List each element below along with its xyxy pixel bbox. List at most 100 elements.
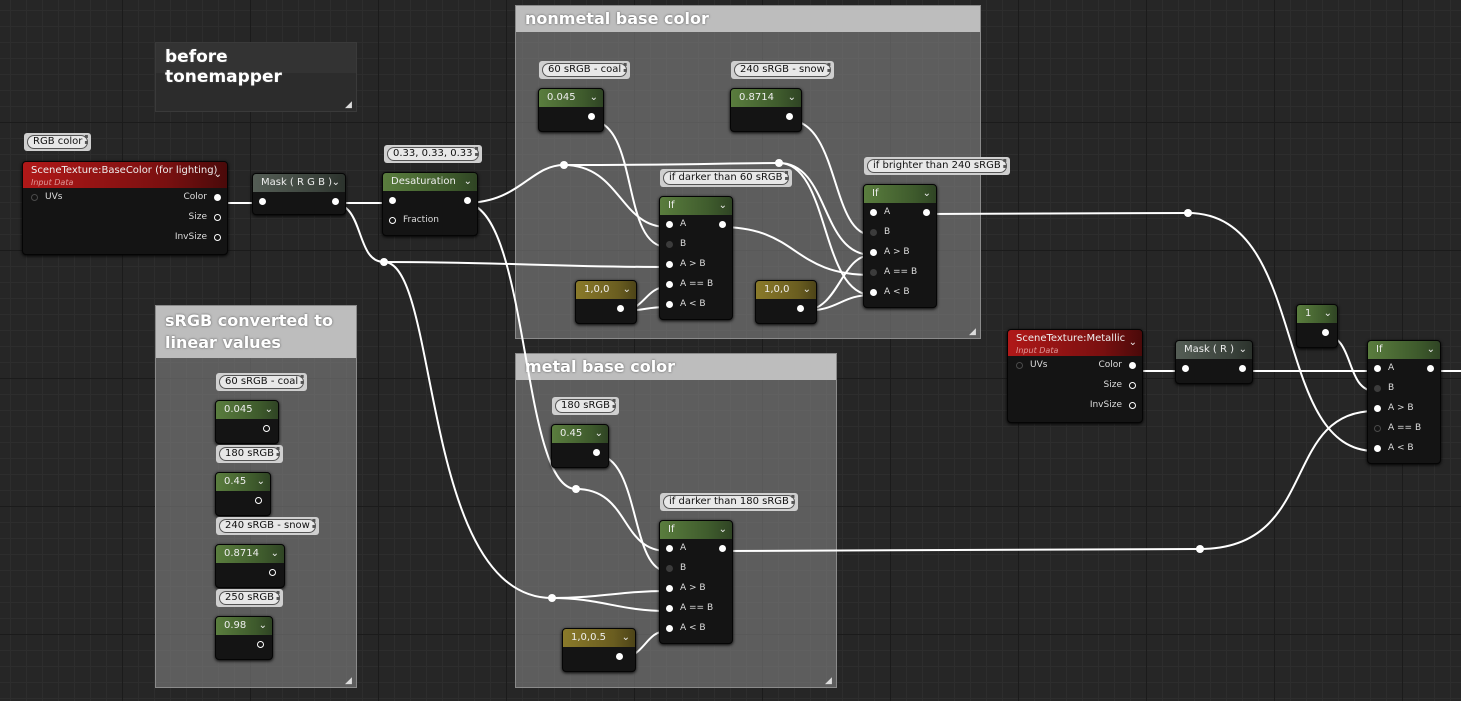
input-pin-a[interactable] bbox=[1374, 365, 1381, 372]
input-pin-uvs[interactable] bbox=[1016, 362, 1023, 369]
node-header[interactable]: 0.45⌄ bbox=[552, 425, 608, 443]
resize-handle[interactable]: ◢ bbox=[345, 100, 352, 110]
output-pin-color[interactable] bbox=[1129, 362, 1136, 369]
node-header[interactable]: 1,0,0.5⌄ bbox=[563, 629, 635, 647]
input-pin-a[interactable] bbox=[666, 221, 673, 228]
comment-bubble-brighter240[interactable]: if brighter than 240 sRGB▪▪ bbox=[864, 157, 1010, 175]
chevron-down-icon[interactable]: ⌄ bbox=[922, 188, 931, 199]
resize-handle[interactable]: ◢ bbox=[969, 327, 976, 337]
node-if-metallic[interactable]: If⌄ A B A > B A == B A < B bbox=[1367, 340, 1441, 464]
output-pin[interactable] bbox=[255, 497, 262, 504]
node-constant-0045[interactable]: 0.045⌄ bbox=[538, 88, 604, 132]
node-if-darker60[interactable]: If⌄ A B A > B A == B A < B bbox=[659, 196, 733, 320]
chevron-down-icon[interactable]: ⌄ bbox=[258, 620, 267, 631]
output-pin-invsize[interactable] bbox=[1129, 402, 1136, 409]
output-pin-size[interactable] bbox=[214, 214, 221, 221]
chevron-down-icon[interactable]: ⌄ bbox=[589, 92, 598, 103]
node-header[interactable]: 0.045⌄ bbox=[216, 401, 278, 419]
chevron-down-icon[interactable]: ⌄ bbox=[256, 476, 265, 487]
node-header[interactable]: 0.045⌄ bbox=[539, 89, 603, 107]
node-left-constant-0045[interactable]: 0.045⌄ bbox=[215, 400, 279, 444]
input-pin-a[interactable] bbox=[666, 545, 673, 552]
comment-bubble-darker180[interactable]: if darker than 180 sRGB▪▪ bbox=[660, 493, 798, 511]
node-header[interactable]: 0.45⌄ bbox=[216, 473, 270, 491]
node-header[interactable]: If⌄ bbox=[1368, 341, 1440, 359]
chevron-down-icon[interactable]: ⌄ bbox=[331, 177, 340, 188]
output-pin[interactable] bbox=[719, 221, 726, 228]
node-scenetexture-metallic[interactable]: SceneTexture:Metallic Input Data ⌄ UVs C… bbox=[1007, 329, 1143, 423]
input-pin-b[interactable] bbox=[666, 565, 673, 572]
input-pin-agtb[interactable] bbox=[666, 585, 673, 592]
input-pin-aeqb[interactable] bbox=[1374, 425, 1381, 432]
node-left-constant-098[interactable]: 0.98⌄ bbox=[215, 616, 273, 660]
node-header[interactable]: 0.98⌄ bbox=[216, 617, 272, 635]
comment-bubble-left-snow[interactable]: 240 sRGB - snow▪▪ bbox=[216, 517, 319, 535]
bubble-toggle-icon[interactable]: ▪▪ bbox=[474, 145, 479, 158]
input-pin-aeqb[interactable] bbox=[666, 605, 673, 612]
node-header[interactable]: 1,0,0⌄ bbox=[576, 281, 636, 299]
input-pin-altb[interactable] bbox=[666, 301, 673, 308]
chevron-down-icon[interactable]: ⌄ bbox=[1426, 344, 1435, 355]
input-pin-aeqb[interactable] bbox=[870, 269, 877, 276]
comment-before-tonemapper[interactable]: before tonemapper ◢ bbox=[155, 42, 357, 112]
output-pin-size[interactable] bbox=[1129, 382, 1136, 389]
bubble-toggle-icon[interactable]: ▪▪ bbox=[623, 61, 628, 74]
bubble-toggle-icon[interactable]: ▪▪ bbox=[790, 493, 795, 506]
bubble-toggle-icon[interactable]: ▪▪ bbox=[84, 133, 89, 146]
bubble-toggle-icon[interactable]: ▪▪ bbox=[300, 373, 305, 386]
chevron-down-icon[interactable]: ⌄ bbox=[1128, 337, 1137, 348]
bubble-toggle-icon[interactable]: ▪▪ bbox=[826, 61, 831, 74]
comment-bubble-rgb-color[interactable]: RGB color▪▪ bbox=[24, 133, 92, 151]
chevron-down-icon[interactable]: ⌄ bbox=[463, 176, 472, 187]
comment-bubble-180[interactable]: 180 sRGB▪▪ bbox=[552, 397, 620, 415]
input-pin-aeqb[interactable] bbox=[666, 281, 673, 288]
output-pin[interactable] bbox=[257, 641, 264, 648]
node-if-darker180[interactable]: If⌄ A B A > B A == B A < B bbox=[659, 520, 733, 644]
output-pin[interactable] bbox=[464, 197, 471, 204]
node-header[interactable]: SceneTexture:Metallic Input Data ⌄ bbox=[1008, 330, 1142, 356]
node-header[interactable]: Mask ( R )⌄ bbox=[1176, 341, 1252, 359]
chevron-down-icon[interactable]: ⌄ bbox=[264, 404, 273, 415]
output-pin[interactable] bbox=[617, 305, 624, 312]
output-pin[interactable] bbox=[263, 425, 270, 432]
chevron-down-icon[interactable]: ⌄ bbox=[622, 284, 631, 295]
output-pin[interactable] bbox=[719, 545, 726, 552]
bubble-toggle-icon[interactable]: ▪▪ bbox=[276, 445, 281, 458]
input-pin[interactable] bbox=[1182, 365, 1189, 372]
bubble-toggle-icon[interactable]: ▪▪ bbox=[311, 517, 316, 530]
output-pin[interactable] bbox=[593, 449, 600, 456]
node-desaturation[interactable]: Desaturation⌄ Fraction bbox=[382, 172, 478, 236]
output-pin[interactable] bbox=[588, 113, 595, 120]
input-pin-b[interactable] bbox=[666, 241, 673, 248]
node-vector-100-a[interactable]: 1,0,0⌄ bbox=[575, 280, 637, 324]
node-left-constant-08714[interactable]: 0.8714⌄ bbox=[215, 544, 285, 588]
output-pin[interactable] bbox=[1427, 365, 1434, 372]
node-vector-1005[interactable]: 1,0,0.5⌄ bbox=[562, 628, 636, 672]
node-header[interactable]: 1⌄ bbox=[1297, 305, 1337, 323]
node-header[interactable]: If⌄ bbox=[864, 185, 936, 203]
chevron-down-icon[interactable]: ⌄ bbox=[270, 548, 279, 559]
input-pin-altb[interactable] bbox=[1374, 445, 1381, 452]
input-pin-altb[interactable] bbox=[870, 289, 877, 296]
node-vector-100-b[interactable]: 1,0,0⌄ bbox=[755, 280, 817, 324]
node-left-constant-045[interactable]: 0.45⌄ bbox=[215, 472, 271, 516]
input-pin-b[interactable] bbox=[1374, 385, 1381, 392]
output-pin[interactable] bbox=[616, 653, 623, 660]
node-constant-1[interactable]: 1⌄ bbox=[1296, 304, 1338, 348]
chevron-down-icon[interactable]: ⌄ bbox=[213, 169, 222, 180]
comment-bubble-left-250[interactable]: 250 sRGB▪▪ bbox=[216, 589, 284, 607]
input-pin-fraction[interactable] bbox=[389, 217, 396, 224]
comment-bubble-snow[interactable]: 240 sRGB - snow▪▪ bbox=[731, 61, 834, 79]
input-pin-altb[interactable] bbox=[666, 625, 673, 632]
node-header[interactable]: SceneTexture:BaseColor (for lighting) In… bbox=[23, 162, 227, 188]
chevron-down-icon[interactable]: ⌄ bbox=[802, 284, 811, 295]
node-constant-045[interactable]: 0.45⌄ bbox=[551, 424, 609, 468]
chevron-down-icon[interactable]: ⌄ bbox=[718, 200, 727, 211]
input-pin-agtb[interactable] bbox=[1374, 405, 1381, 412]
bubble-toggle-icon[interactable]: ▪▪ bbox=[612, 397, 617, 410]
input-pin-uvs[interactable] bbox=[31, 194, 38, 201]
output-pin[interactable] bbox=[1239, 365, 1246, 372]
output-pin[interactable] bbox=[797, 305, 804, 312]
input-pin-agtb[interactable] bbox=[666, 261, 673, 268]
resize-handle[interactable]: ◢ bbox=[345, 676, 352, 686]
